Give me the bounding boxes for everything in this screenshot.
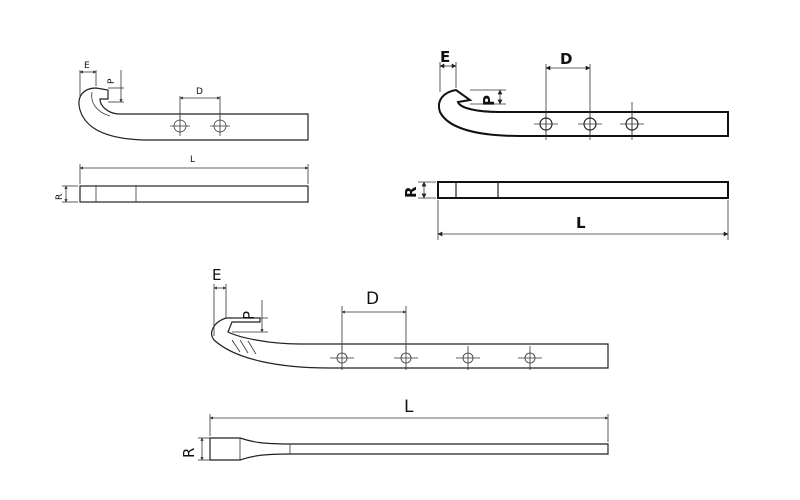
- drawing-3-top-view: L R: [180, 397, 609, 461]
- drawing-2-top-view: L R: [402, 181, 729, 240]
- drawing-2-label-p: P: [480, 95, 498, 106]
- drawing-2-side-view: E P D: [438, 48, 729, 140]
- drawing-1-label-p: P: [107, 78, 117, 84]
- drawing-2-label-e: E: [440, 48, 450, 66]
- drawing-1-label-e: E: [84, 61, 90, 71]
- drawing-1-label-r: R: [55, 194, 65, 200]
- drawing-1-top-view: L R: [55, 155, 309, 203]
- drawing-3-label-e: E: [212, 266, 221, 284]
- drawing-3-label-d: D: [366, 289, 379, 309]
- drawing-2-label-r: R: [402, 186, 420, 198]
- drawing-1-holes: [170, 116, 230, 136]
- drawing-3-label-l: L: [404, 397, 414, 417]
- drawing-1-side-view: E P D: [78, 61, 309, 141]
- drawing-2-label-l: L: [576, 214, 586, 232]
- drawing-3-holes: [330, 346, 542, 370]
- drawing-2-label-d: D: [560, 50, 572, 68]
- drawing-1-label-d: D: [196, 87, 203, 97]
- drawing-1-label-l: L: [190, 155, 195, 165]
- drawing-3-label-p: P: [240, 311, 258, 320]
- drawing-3-side-view: E P D: [211, 266, 609, 370]
- drawing-2-holes: [534, 112, 644, 136]
- drawing-3-label-r: R: [180, 448, 198, 458]
